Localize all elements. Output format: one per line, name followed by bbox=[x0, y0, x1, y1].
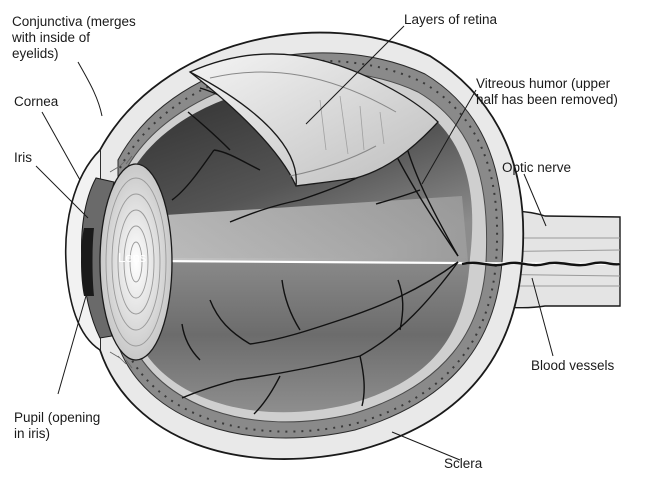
cornea-label: Cornea bbox=[14, 94, 58, 110]
optic-nerve-label: Optic nerve bbox=[502, 160, 571, 176]
pupil bbox=[81, 228, 94, 296]
conjunctiva-leader bbox=[78, 62, 102, 116]
blood-vessels-label: Blood vessels bbox=[531, 358, 614, 374]
pupil-label: Pupil (opening in iris) bbox=[14, 410, 100, 442]
iris-label: Iris bbox=[14, 150, 32, 166]
cornea-leader bbox=[42, 112, 80, 180]
lens-label: Lens bbox=[118, 250, 146, 266]
sclera-label: Sclera bbox=[444, 456, 482, 472]
vitreous-humor-label: Vitreous humor (upper half has been remo… bbox=[476, 76, 618, 108]
pupil-leader bbox=[58, 296, 86, 394]
conjunctiva-label: Conjunctiva (merges with inside of eyeli… bbox=[12, 14, 136, 62]
layers-of-retina-label: Layers of retina bbox=[404, 12, 497, 28]
